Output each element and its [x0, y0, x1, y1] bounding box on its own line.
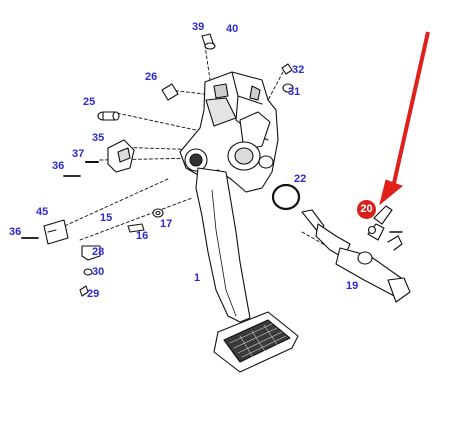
bracket-45 [43, 219, 69, 245]
bushing-39 [201, 33, 216, 50]
callout-19[interactable]: 19 [346, 280, 359, 292]
callout-40[interactable]: 40 [226, 23, 239, 35]
callout-28[interactable]: 28 [92, 246, 105, 258]
seal-ring [271, 183, 301, 211]
bolt-16 [127, 223, 145, 233]
highlight-arrow [379, 31, 430, 206]
callout-45[interactable]: 45 [36, 206, 49, 218]
callout-31[interactable]: 31 [288, 86, 301, 98]
callout-30[interactable]: 30 [92, 266, 105, 278]
hose-fitting [373, 205, 393, 225]
switch-35 [107, 139, 135, 173]
nut-32 [281, 63, 293, 75]
callout-37[interactable]: 37 [72, 148, 85, 160]
callout-26[interactable]: 26 [145, 71, 158, 83]
pedal-bracket-housing [179, 71, 279, 193]
pedal-lever [195, 167, 251, 323]
clutch-master-cylinder [301, 209, 411, 303]
callout-22[interactable]: 22 [294, 173, 307, 185]
pedal-pad [213, 311, 299, 373]
callout-20-highlighted[interactable]: 20 [357, 200, 376, 219]
callout-15[interactable]: 15 [100, 212, 113, 224]
washer-30 [83, 268, 93, 276]
callout-35[interactable]: 35 [92, 132, 105, 144]
callout-29[interactable]: 29 [87, 288, 100, 300]
callout-39[interactable]: 39 [192, 21, 205, 33]
washer-31 [282, 83, 294, 93]
clip-26 [161, 83, 179, 101]
callout-32[interactable]: 32 [292, 64, 305, 76]
callout-17[interactable]: 17 [160, 218, 173, 230]
callout-36-left[interactable]: 36 [9, 226, 22, 238]
plate-28 [81, 245, 101, 261]
callout-16[interactable]: 16 [136, 230, 149, 242]
callout-36-top[interactable]: 36 [52, 160, 65, 172]
screw-29 [79, 285, 89, 297]
callout-25[interactable]: 25 [83, 96, 96, 108]
callout-1[interactable]: 1 [194, 272, 201, 284]
pin-25 [97, 111, 120, 121]
